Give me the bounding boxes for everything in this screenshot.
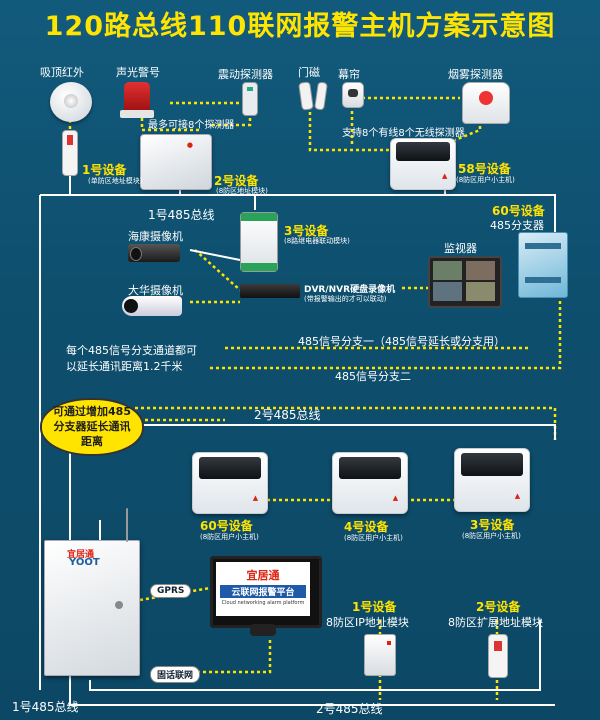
sub-device-2: (8防区地址模块) xyxy=(216,187,268,195)
label-device-58: 58号设备 xyxy=(458,162,511,176)
host-brand-en: YOOT xyxy=(69,557,100,568)
label-panel-4: 4号设备 xyxy=(344,520,389,534)
dvr-nvr-icon xyxy=(240,284,300,298)
label-monitor: 监视器 xyxy=(444,242,477,255)
bubble-line3: 距离 xyxy=(81,435,103,448)
label-device-3: 3号设备 xyxy=(284,224,329,238)
alarm-panel-4-icon: ▲ xyxy=(332,452,408,514)
label-bottom-device-2: 2号设备 xyxy=(476,600,521,614)
label-dahua: 大华摄像机 xyxy=(128,284,183,297)
label-device-1: 1号设备 xyxy=(82,163,127,177)
alarm-panel-58-icon: ▲ xyxy=(390,138,456,190)
sub-bottom-device-1: 8防区IP地址模块 xyxy=(326,616,409,629)
detector-wire-siren xyxy=(140,118,200,132)
bubble-line1: 可通过增加485 xyxy=(53,405,131,418)
note-support-detectors: 支持8个有线8个无线探测器 xyxy=(342,128,465,139)
label-device-60: 60号设备 xyxy=(492,204,545,218)
extend-note-line1: 每个485信号分支通道都可 xyxy=(66,344,197,357)
ip-address-module-icon xyxy=(364,634,396,676)
pir-ceiling-sensor-icon xyxy=(50,82,92,122)
host-brand: 宜居通 xyxy=(67,550,95,560)
label-panel-60: 60号设备 xyxy=(200,519,253,533)
bus1-main xyxy=(40,194,556,235)
cloud-line2: 云联网报警平台 xyxy=(220,585,306,598)
bubble-line2: 分支器延长通讯 xyxy=(53,420,131,433)
relay-module-icon xyxy=(240,212,278,272)
gprs-tag: GPRS xyxy=(150,584,192,598)
rs485-splitter-icon xyxy=(518,232,568,298)
sub-device-3: (8路继电器联动模块) xyxy=(284,237,350,245)
label-dvr: DVR/NVR硬盘录像机 xyxy=(304,285,396,295)
detector-wire-door xyxy=(308,100,390,152)
single-zone-module-icon xyxy=(62,130,78,176)
alarm-panel-3-icon: ▲ xyxy=(454,448,530,512)
alarm-panel-60-icon: ▲ xyxy=(192,452,268,514)
curtain-detector-icon xyxy=(342,82,364,108)
cloud-wire-down xyxy=(190,640,272,674)
label-panel-3: 3号设备 xyxy=(470,518,515,532)
bus-cabinet xyxy=(89,620,541,691)
antenna-icon xyxy=(126,508,128,542)
phone-network-tag: 固话联网 xyxy=(150,666,201,683)
sub-panel-3: (8防区用户小主机) xyxy=(462,532,521,540)
siren-icon xyxy=(120,82,154,118)
sub-bottom-device-2: 8防区扩展地址模块 xyxy=(448,616,543,629)
bus2-mid xyxy=(70,424,556,440)
label-hikvision: 海康摄像机 xyxy=(128,230,183,243)
cloud-title: 宜居通 xyxy=(246,569,280,582)
bus2-left-vertical xyxy=(69,425,555,706)
dahua-camera-icon xyxy=(122,296,182,316)
splitter-label: 485分支器 xyxy=(490,219,544,232)
label-bottom-device-1: 1号设备 xyxy=(352,600,397,614)
label-pir: 吸顶红外 xyxy=(40,66,84,79)
label-curtain: 幕帘 xyxy=(338,68,360,81)
extension-note-bubble: 可通过增加485 分支器延长通讯 距离 xyxy=(40,398,144,456)
label-vibration: 震动探测器 xyxy=(218,68,273,81)
eight-zone-address-module-icon: ● xyxy=(140,134,212,190)
bus1-top-label: 1号485总线 xyxy=(148,208,215,222)
extend-note-line2: 以延长通讯距离1.2千米 xyxy=(66,360,183,373)
extension-address-module-icon xyxy=(488,634,508,678)
sub-dvr: (带报警输出的才可以联动) xyxy=(304,295,387,303)
label-siren: 声光警号 xyxy=(116,66,160,79)
smoke-detector-icon xyxy=(462,82,510,124)
sub-panel-4: (8防区用户小主机) xyxy=(344,534,403,542)
detector-wire-vibration xyxy=(210,112,252,127)
hikvision-camera-icon xyxy=(128,244,180,262)
label-device-2: 2号设备 xyxy=(214,174,259,188)
cloud-en: Cloud networking alarm platform xyxy=(221,600,305,606)
label-door: 门磁 xyxy=(298,66,320,79)
sub-panel-60: (8防区用户小主机) xyxy=(200,533,259,541)
monitor-stand-icon xyxy=(250,624,276,636)
page-title: 120路总线110联网报警主机方案示意图 xyxy=(44,11,556,42)
vibration-detector-icon xyxy=(242,82,258,116)
branch2-wire xyxy=(210,300,562,370)
cloud-platform-monitor: 宜居通 云联网报警平台 Cloud networking alarm platf… xyxy=(210,556,322,628)
bus2-mid-label: 2号485总线 xyxy=(254,408,321,422)
bus2-bottom-label: 2号485总线 xyxy=(316,702,383,716)
branch2-label: 485信号分支二 xyxy=(335,370,411,383)
sub-device-58: (8防区用户小主机) xyxy=(456,176,515,184)
alarm-host-cabinet: 宜居通 YOOT xyxy=(44,540,140,676)
branch-top-wire xyxy=(135,406,557,440)
monitor-icon xyxy=(428,256,502,308)
to-dvr-wire xyxy=(194,249,241,291)
sub-device-1: (单防区地址模块) xyxy=(88,177,143,185)
branch1-label: 485信号分支一（485信号延长或分支用） xyxy=(298,335,505,348)
label-smoke: 烟雾探测器 xyxy=(448,68,503,81)
note-max-detectors: 最多可接8个探测器 xyxy=(148,120,235,131)
hik-wire xyxy=(189,249,241,261)
bus1-bottom-label: 1号485总线 xyxy=(12,700,79,714)
